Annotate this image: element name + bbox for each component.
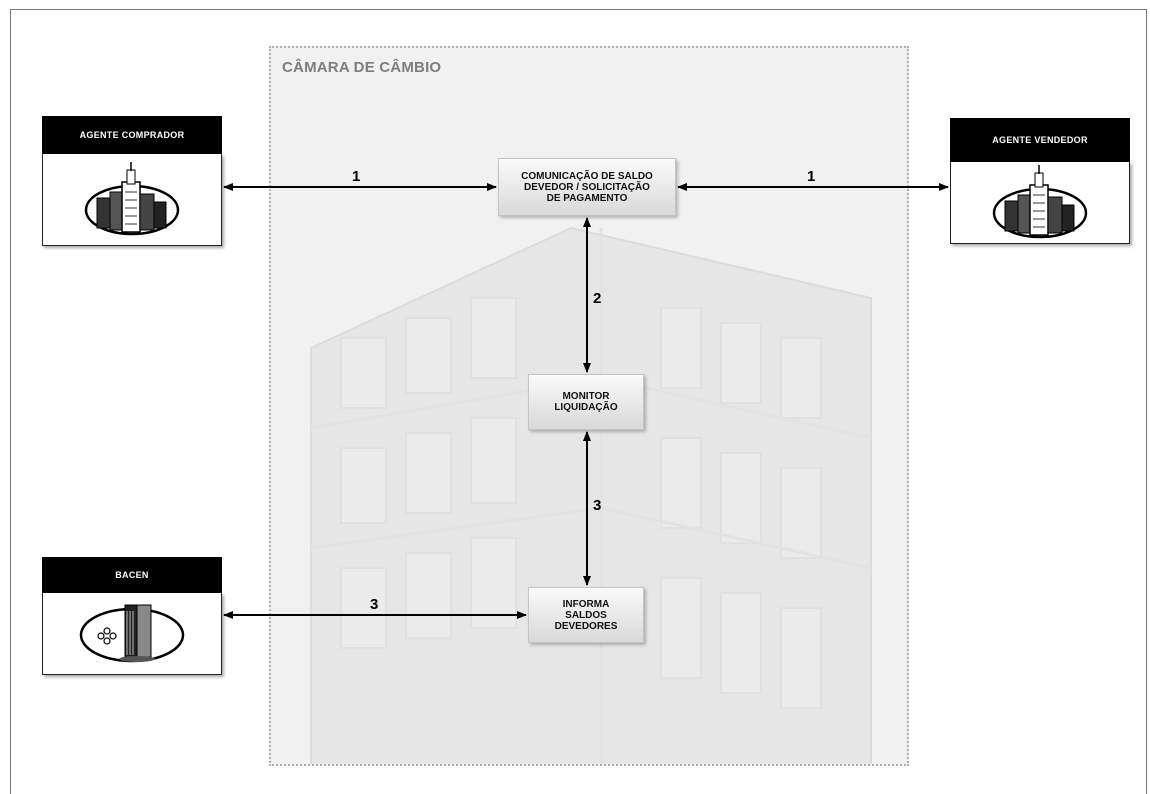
- buyer-agent-label: AGENTE COMPRADOR: [42, 116, 222, 154]
- step-label-monitor: 2: [593, 290, 602, 307]
- step-label-bacen: 3: [370, 596, 379, 613]
- building-watermark: [310, 226, 872, 764]
- step-label-buyer: 1: [352, 168, 361, 185]
- diagram-frame: [10, 9, 1147, 794]
- step-label-inform: 3: [593, 497, 602, 514]
- communication-process-box: COMUNICAÇÃO DE SALDO DEVEDOR / SOLICITAÇ…: [498, 158, 676, 216]
- zone-title: CÂMARA DE CÂMBIO: [282, 59, 442, 76]
- seller-agent-label: AGENTE VENDEDOR: [950, 118, 1130, 162]
- buyer-agent-card: [42, 154, 222, 246]
- bacen-agent: BACEN: [42, 557, 222, 675]
- city-buildings-icon: [84, 161, 180, 235]
- seller-agent: AGENTE VENDEDOR: [950, 118, 1130, 244]
- city-buildings-icon: [992, 164, 1088, 238]
- inform-balances-box: INFORMA SALDOS DEVEDORES: [528, 587, 644, 643]
- monitor-liquidation-box: MONITOR LIQUIDAÇÃO: [528, 374, 644, 430]
- bacen-agent-card: [42, 593, 222, 675]
- step-label-seller: 1: [807, 168, 816, 185]
- bacen-agent-label: BACEN: [42, 557, 222, 593]
- buyer-agent: AGENTE COMPRADOR: [42, 116, 222, 246]
- central-bank-building-icon: [79, 604, 185, 662]
- seller-agent-card: [950, 162, 1130, 244]
